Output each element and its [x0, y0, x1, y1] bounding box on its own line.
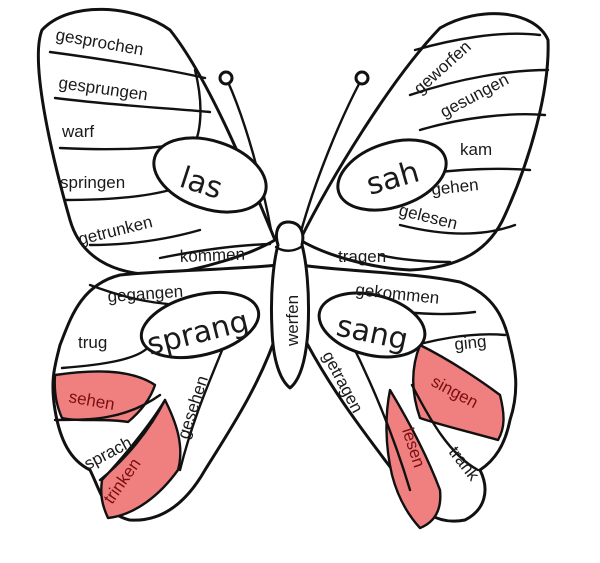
vein: [348, 338, 412, 492]
word-springen: springen: [60, 173, 125, 192]
vein: [398, 223, 517, 235]
cell-sprang: [139, 290, 261, 360]
word-tragen: tragen: [338, 247, 386, 266]
highlight-sehen: [53, 370, 157, 424]
word-kommen: kommen: [179, 245, 245, 266]
word-gehen: gehen: [430, 175, 479, 199]
vein: [158, 242, 272, 260]
word-ging: ging: [453, 332, 487, 354]
right-antenna-tip: [354, 70, 370, 86]
highlight-singen: [412, 343, 505, 442]
vein: [413, 32, 542, 52]
vein: [98, 398, 167, 482]
vein: [378, 253, 452, 264]
cell-sang: [317, 291, 427, 359]
vein: [410, 383, 480, 472]
vein: [88, 228, 202, 247]
cell-las: [152, 136, 268, 214]
cell-sah: [336, 138, 448, 212]
vein: [53, 393, 162, 422]
vein: [408, 68, 550, 97]
butterfly-body: [269, 220, 311, 390]
left-antenna-tip: [218, 70, 234, 86]
left-antenna: [226, 80, 274, 237]
word-trug: trug: [78, 333, 107, 352]
highlight-trinken: [100, 398, 182, 520]
word-kam: kam: [460, 140, 492, 159]
vein: [63, 188, 172, 202]
word-werfen: werfen: [283, 295, 302, 347]
right-antenna: [298, 80, 362, 237]
upper-left-wing: [36, 7, 277, 277]
vein: [53, 96, 212, 114]
highlight-lesen: [385, 388, 442, 530]
vein: [418, 113, 547, 132]
vein: [48, 50, 207, 80]
word-warf: warf: [61, 122, 94, 141]
body-neck: [274, 245, 303, 252]
